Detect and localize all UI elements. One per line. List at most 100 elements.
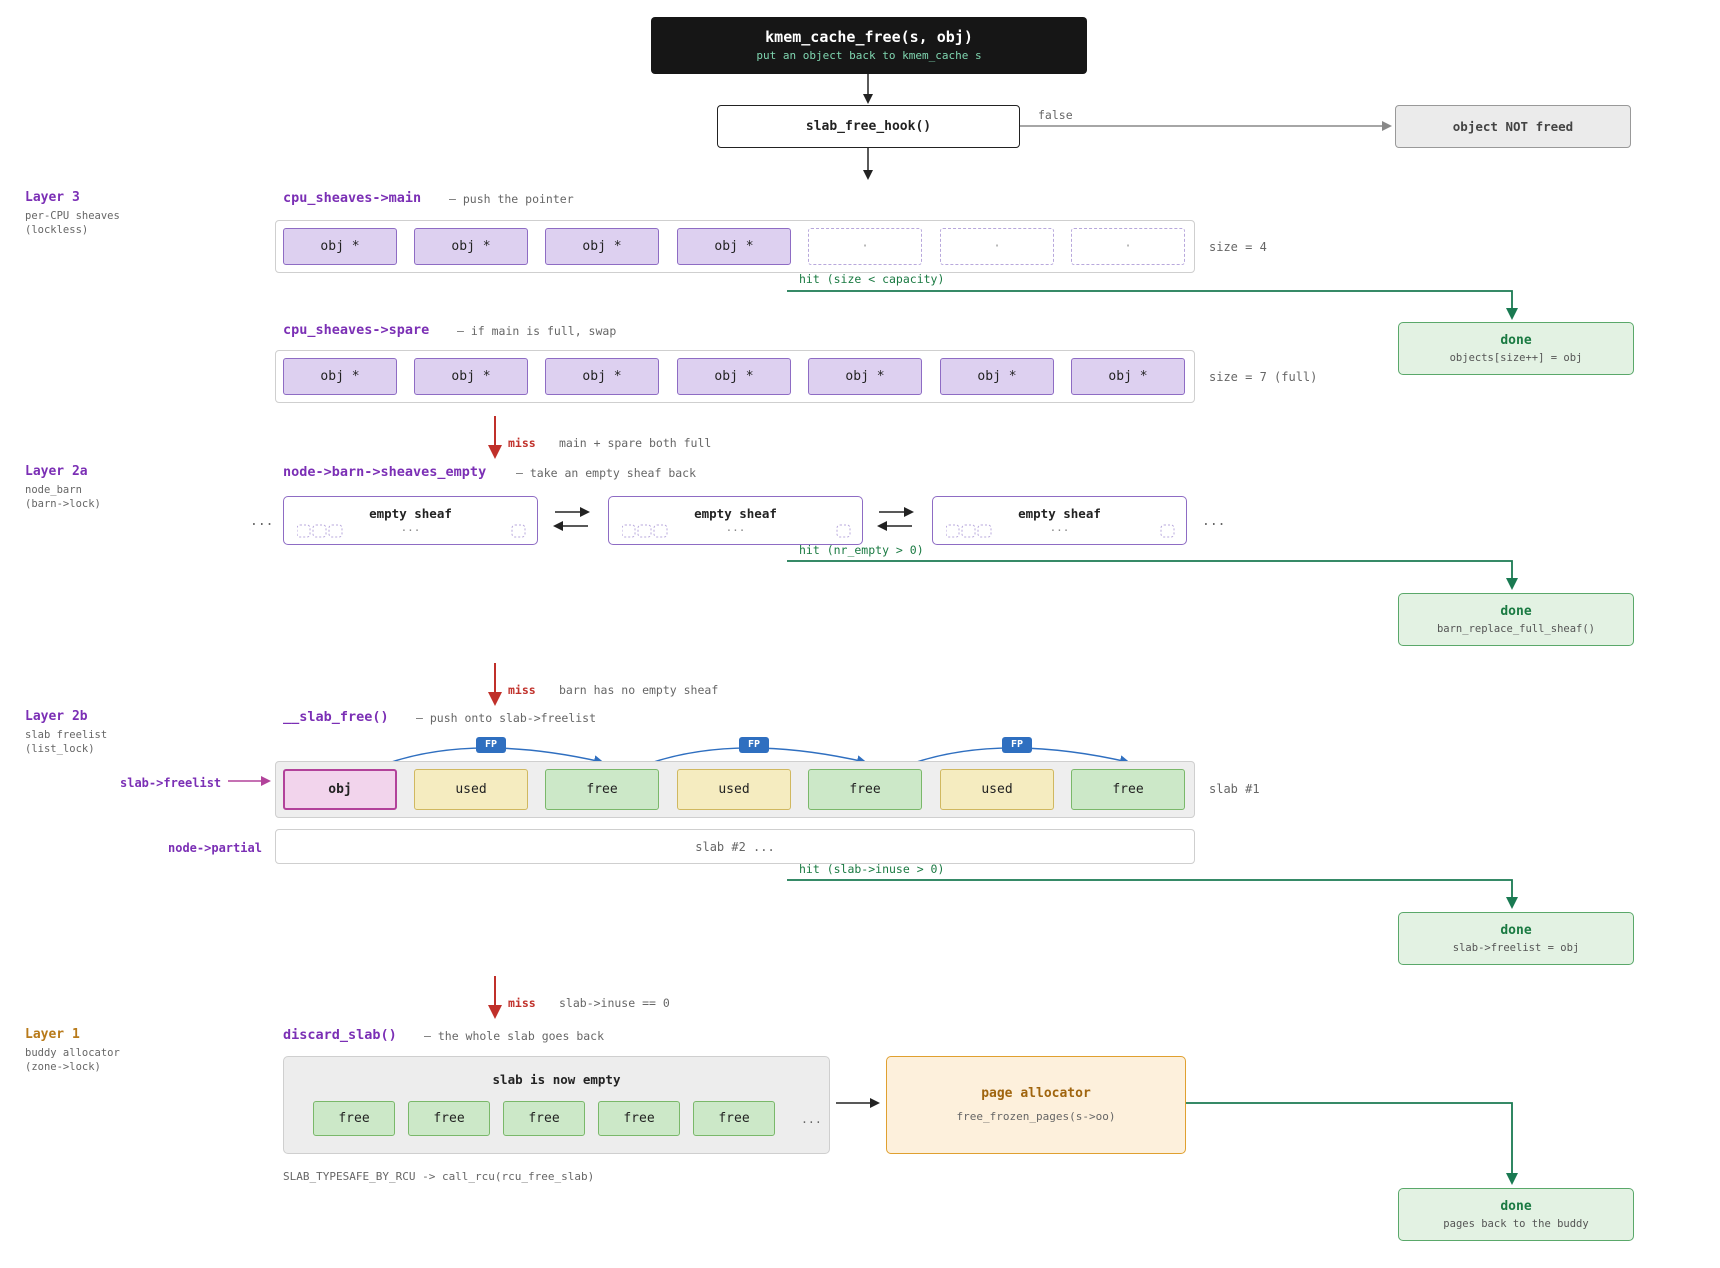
slab-free-heading: __slab_free() (283, 709, 389, 725)
layer2a-miss-note: barn has no empty sheaf (559, 683, 719, 697)
layer2b-hit-label: hit (slab->inuse > 0) (799, 862, 945, 876)
barn-ellipsis-right: ... (1202, 514, 1226, 529)
empty-slab-title: slab is now empty (492, 1072, 621, 1087)
sheaf-slot-icons (946, 524, 1175, 538)
layer2a-done-title: done (1500, 604, 1532, 619)
layer2b-done-box: done slab->freelist = obj (1398, 912, 1634, 965)
main-heading: cpu_sheaves->main (283, 190, 422, 206)
main-cell: obj * (677, 228, 791, 265)
empty-slab-cell: free (408, 1101, 490, 1136)
fp-badge: FP (1002, 737, 1032, 753)
main-note: — push the pointer (449, 192, 574, 206)
empty-sheaf-dots: ... (1049, 521, 1070, 534)
page-allocator-sub: free_frozen_pages(s->oo) (956, 1110, 1116, 1123)
sheaf-slot-icons (297, 524, 526, 538)
empty-slab-cell: free (693, 1101, 775, 1136)
entry-subtitle: put an object back to kmem_cache s (756, 49, 982, 62)
rcu-note: SLAB_TYPESAFE_BY_RCU -> call_rcu(rcu_fre… (283, 1170, 595, 1183)
layer2a-sub1: node_barn (25, 484, 82, 496)
not-freed-box: object NOT freed (1395, 105, 1631, 148)
spare-cell: obj * (808, 358, 922, 395)
main-size: size = 4 (1209, 240, 1267, 254)
layer2a-miss-label: miss (508, 683, 536, 697)
fp-badge: FP (739, 737, 769, 753)
slab1-cell-free: free (1071, 769, 1185, 810)
arrow-page-to-done (1184, 1102, 1518, 1185)
layer3-done-title: done (1500, 333, 1532, 348)
slab1-cell-used: used (940, 769, 1054, 810)
layer2a-done-sub: barn_replace_full_sheaf() (1436, 623, 1596, 635)
layer2b-sub1: slab freelist (25, 729, 108, 741)
layer2a-title: Layer 2a (25, 464, 88, 479)
layer3-sub2: (lockless) (25, 224, 89, 236)
spare-cell: obj * (677, 358, 791, 395)
layer2b-miss-label: miss (508, 996, 536, 1010)
layer1-done-title: done (1500, 1199, 1532, 1214)
spare-cell: obj * (283, 358, 397, 395)
spare-note: — if main is full, swap (457, 324, 617, 338)
layer1-title: Layer 1 (25, 1027, 80, 1042)
partial-label: node->partial (168, 841, 262, 855)
slab1-cell-used: used (677, 769, 791, 810)
empty-slab-cell: free (598, 1101, 680, 1136)
spare-cell: obj * (940, 358, 1054, 395)
layer3-miss-label: miss (508, 436, 536, 450)
fp-badge: FP (476, 737, 506, 753)
spare-heading: cpu_sheaves->spare (283, 322, 430, 338)
slab1-cell-used: used (414, 769, 528, 810)
spare-cell: obj * (1071, 358, 1185, 395)
layer2b-done-sub: slab->freelist = obj (1452, 942, 1580, 954)
layer3-sub1: per-CPU sheaves (25, 210, 120, 222)
layer2b-title: Layer 2b (25, 709, 88, 724)
empty-sheaf-title: empty sheaf (694, 506, 777, 521)
layer2a-sub2: (barn->lock) (25, 498, 101, 510)
empty-sheaf-dots: ... (400, 521, 421, 534)
layer2a-done-box: done barn_replace_full_sheaf() (1398, 593, 1634, 646)
hook-box: slab_free_hook() (717, 105, 1020, 148)
layer3-done-sub: objects[size++] = obj (1449, 352, 1583, 364)
arrow-hit-layer3 (787, 290, 1518, 320)
not-freed-label: object NOT freed (1452, 119, 1574, 134)
layer2a-hit-label: hit (nr_empty > 0) (799, 543, 924, 557)
main-cell: obj * (545, 228, 659, 265)
layer3-hit-label: hit (size < capacity) (799, 272, 945, 286)
layer2b-miss-note: slab->inuse == 0 (559, 996, 670, 1010)
arrow-hit-layer2a (787, 560, 1518, 590)
slab1-cell-obj: obj (283, 769, 397, 810)
barn-note: — take an empty sheaf back (516, 466, 697, 480)
empty-sheaf-title: empty sheaf (369, 506, 452, 521)
layer2b-sub2: (list_lock) (25, 743, 95, 755)
page-allocator-title: page allocator (981, 1086, 1091, 1101)
false-label: false (1038, 108, 1073, 122)
main-empty-slot: · (940, 228, 1054, 265)
barn-heading: node->barn->sheaves_empty (283, 464, 487, 480)
slab2-container: slab #2 ... (275, 829, 1195, 864)
slab-free-note: — push onto slab->freelist (416, 711, 597, 725)
empty-slab-ellipsis: ... (801, 1112, 822, 1126)
main-empty-slot: · (1071, 228, 1185, 265)
main-empty-slot: · (808, 228, 922, 265)
layer1-done-box: done pages back to the buddy (1398, 1188, 1634, 1241)
freelist-label: slab->freelist (120, 776, 222, 790)
hook-label: slab_free_hook() (805, 119, 932, 134)
main-cell: obj * (414, 228, 528, 265)
layer1-sub1: buddy allocator (25, 1047, 120, 1059)
empty-sheaf: empty sheaf ... (932, 496, 1187, 545)
layer3-done-box: done objects[size++] = obj (1398, 322, 1634, 375)
empty-sheaf-title: empty sheaf (1018, 506, 1101, 521)
layer1-done-sub: pages back to the buddy (1443, 1218, 1589, 1230)
page-allocator-box: page allocator free_frozen_pages(s->oo) (886, 1056, 1186, 1154)
empty-slab-cell: free (313, 1101, 395, 1136)
barn-ellipsis-left: ... (250, 514, 274, 529)
layer1-sub2: (zone->lock) (25, 1061, 101, 1073)
discard-note: — the whole slab goes back (424, 1029, 605, 1043)
spare-size: size = 7 (full) (1209, 370, 1318, 384)
entry-title: kmem_cache_free(s, obj) (765, 28, 973, 46)
layer3-miss-note: main + spare both full (559, 436, 712, 450)
slab1-label: slab #1 (1209, 782, 1260, 796)
layer2b-done-title: done (1500, 923, 1532, 938)
discard-heading: discard_slab() (283, 1027, 397, 1043)
arrow-hit-layer2b (787, 879, 1518, 909)
main-cell: obj * (283, 228, 397, 265)
slab1-cell-free: free (545, 769, 659, 810)
